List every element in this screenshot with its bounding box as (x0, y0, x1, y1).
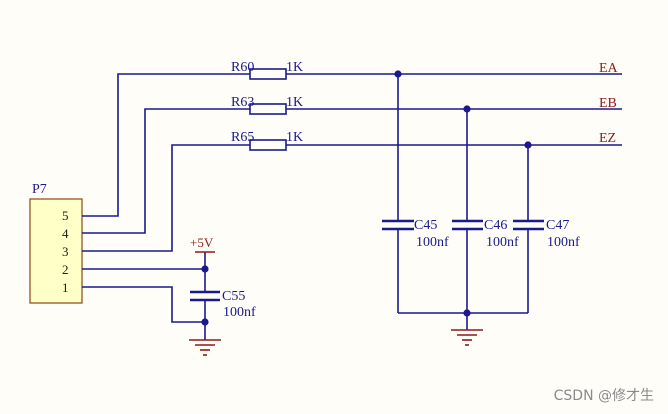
pin-label-2: 2 (62, 262, 69, 277)
power-label: +5V (190, 235, 214, 250)
resistor-value: 1K (286, 95, 303, 110)
pin-label-1: 1 (62, 280, 69, 295)
capacitor-value: 100nf (223, 305, 256, 320)
junction-dot (524, 141, 532, 149)
net-label-ez: EZ (599, 131, 616, 146)
capacitor-c55: C55 100nf (190, 289, 256, 320)
connector-p7: P7 5 4 3 2 1 (29, 182, 83, 304)
resistor-r60: R60 1K (231, 60, 303, 80)
power-5v: +5V (190, 235, 215, 253)
capacitor-c46: C46 100nf (452, 218, 519, 250)
wires (82, 73, 622, 340)
connector-ref: P7 (32, 182, 47, 197)
junction-dot (201, 265, 209, 273)
capacitor-ref: C47 (546, 218, 569, 233)
wire-ez-input (82, 144, 250, 252)
capacitor-value: 100nf (547, 235, 580, 250)
junction-dot (463, 309, 471, 317)
resistor-body (249, 103, 287, 115)
capacitor-ref: C45 (414, 218, 437, 233)
capacitor-value: 100nf (416, 235, 449, 250)
ground-c55-icon (189, 339, 221, 356)
resistor-value: 1K (286, 130, 303, 145)
resistor-body (249, 139, 287, 151)
resistor-r65: R65 1K (231, 130, 303, 151)
capacitor-value: 100nf (486, 235, 519, 250)
net-label-ea: EA (599, 61, 619, 76)
junction-dot (463, 105, 471, 113)
junction-dot (201, 318, 209, 326)
capacitor-c45: C45 100nf (382, 218, 449, 250)
resistor-value: 1K (286, 60, 303, 75)
pin-label-5: 5 (62, 208, 69, 223)
net-label-eb: EB (599, 96, 617, 111)
connector-body (29, 198, 83, 304)
junction-dot (394, 70, 402, 78)
resistor-ref: R65 (231, 130, 254, 145)
resistor-r63: R63 1K (231, 95, 303, 115)
resistor-body (249, 68, 287, 80)
junctions (201, 70, 532, 326)
watermark: CSDN @修才生 (554, 388, 654, 404)
wire-ea-input (82, 73, 250, 217)
resistor-ref: R60 (231, 60, 254, 75)
wire-pin1 (82, 286, 205, 323)
pin-label-4: 4 (62, 226, 69, 241)
capacitor-ref: C55 (222, 289, 245, 304)
capacitor-ref: C46 (484, 218, 507, 233)
wire-eb-input (82, 108, 250, 234)
capacitor-c47: C47 100nf (513, 218, 580, 250)
resistor-ref: R63 (231, 95, 254, 110)
ground-caps-icon (451, 329, 483, 346)
pin-label-3: 3 (62, 244, 69, 259)
